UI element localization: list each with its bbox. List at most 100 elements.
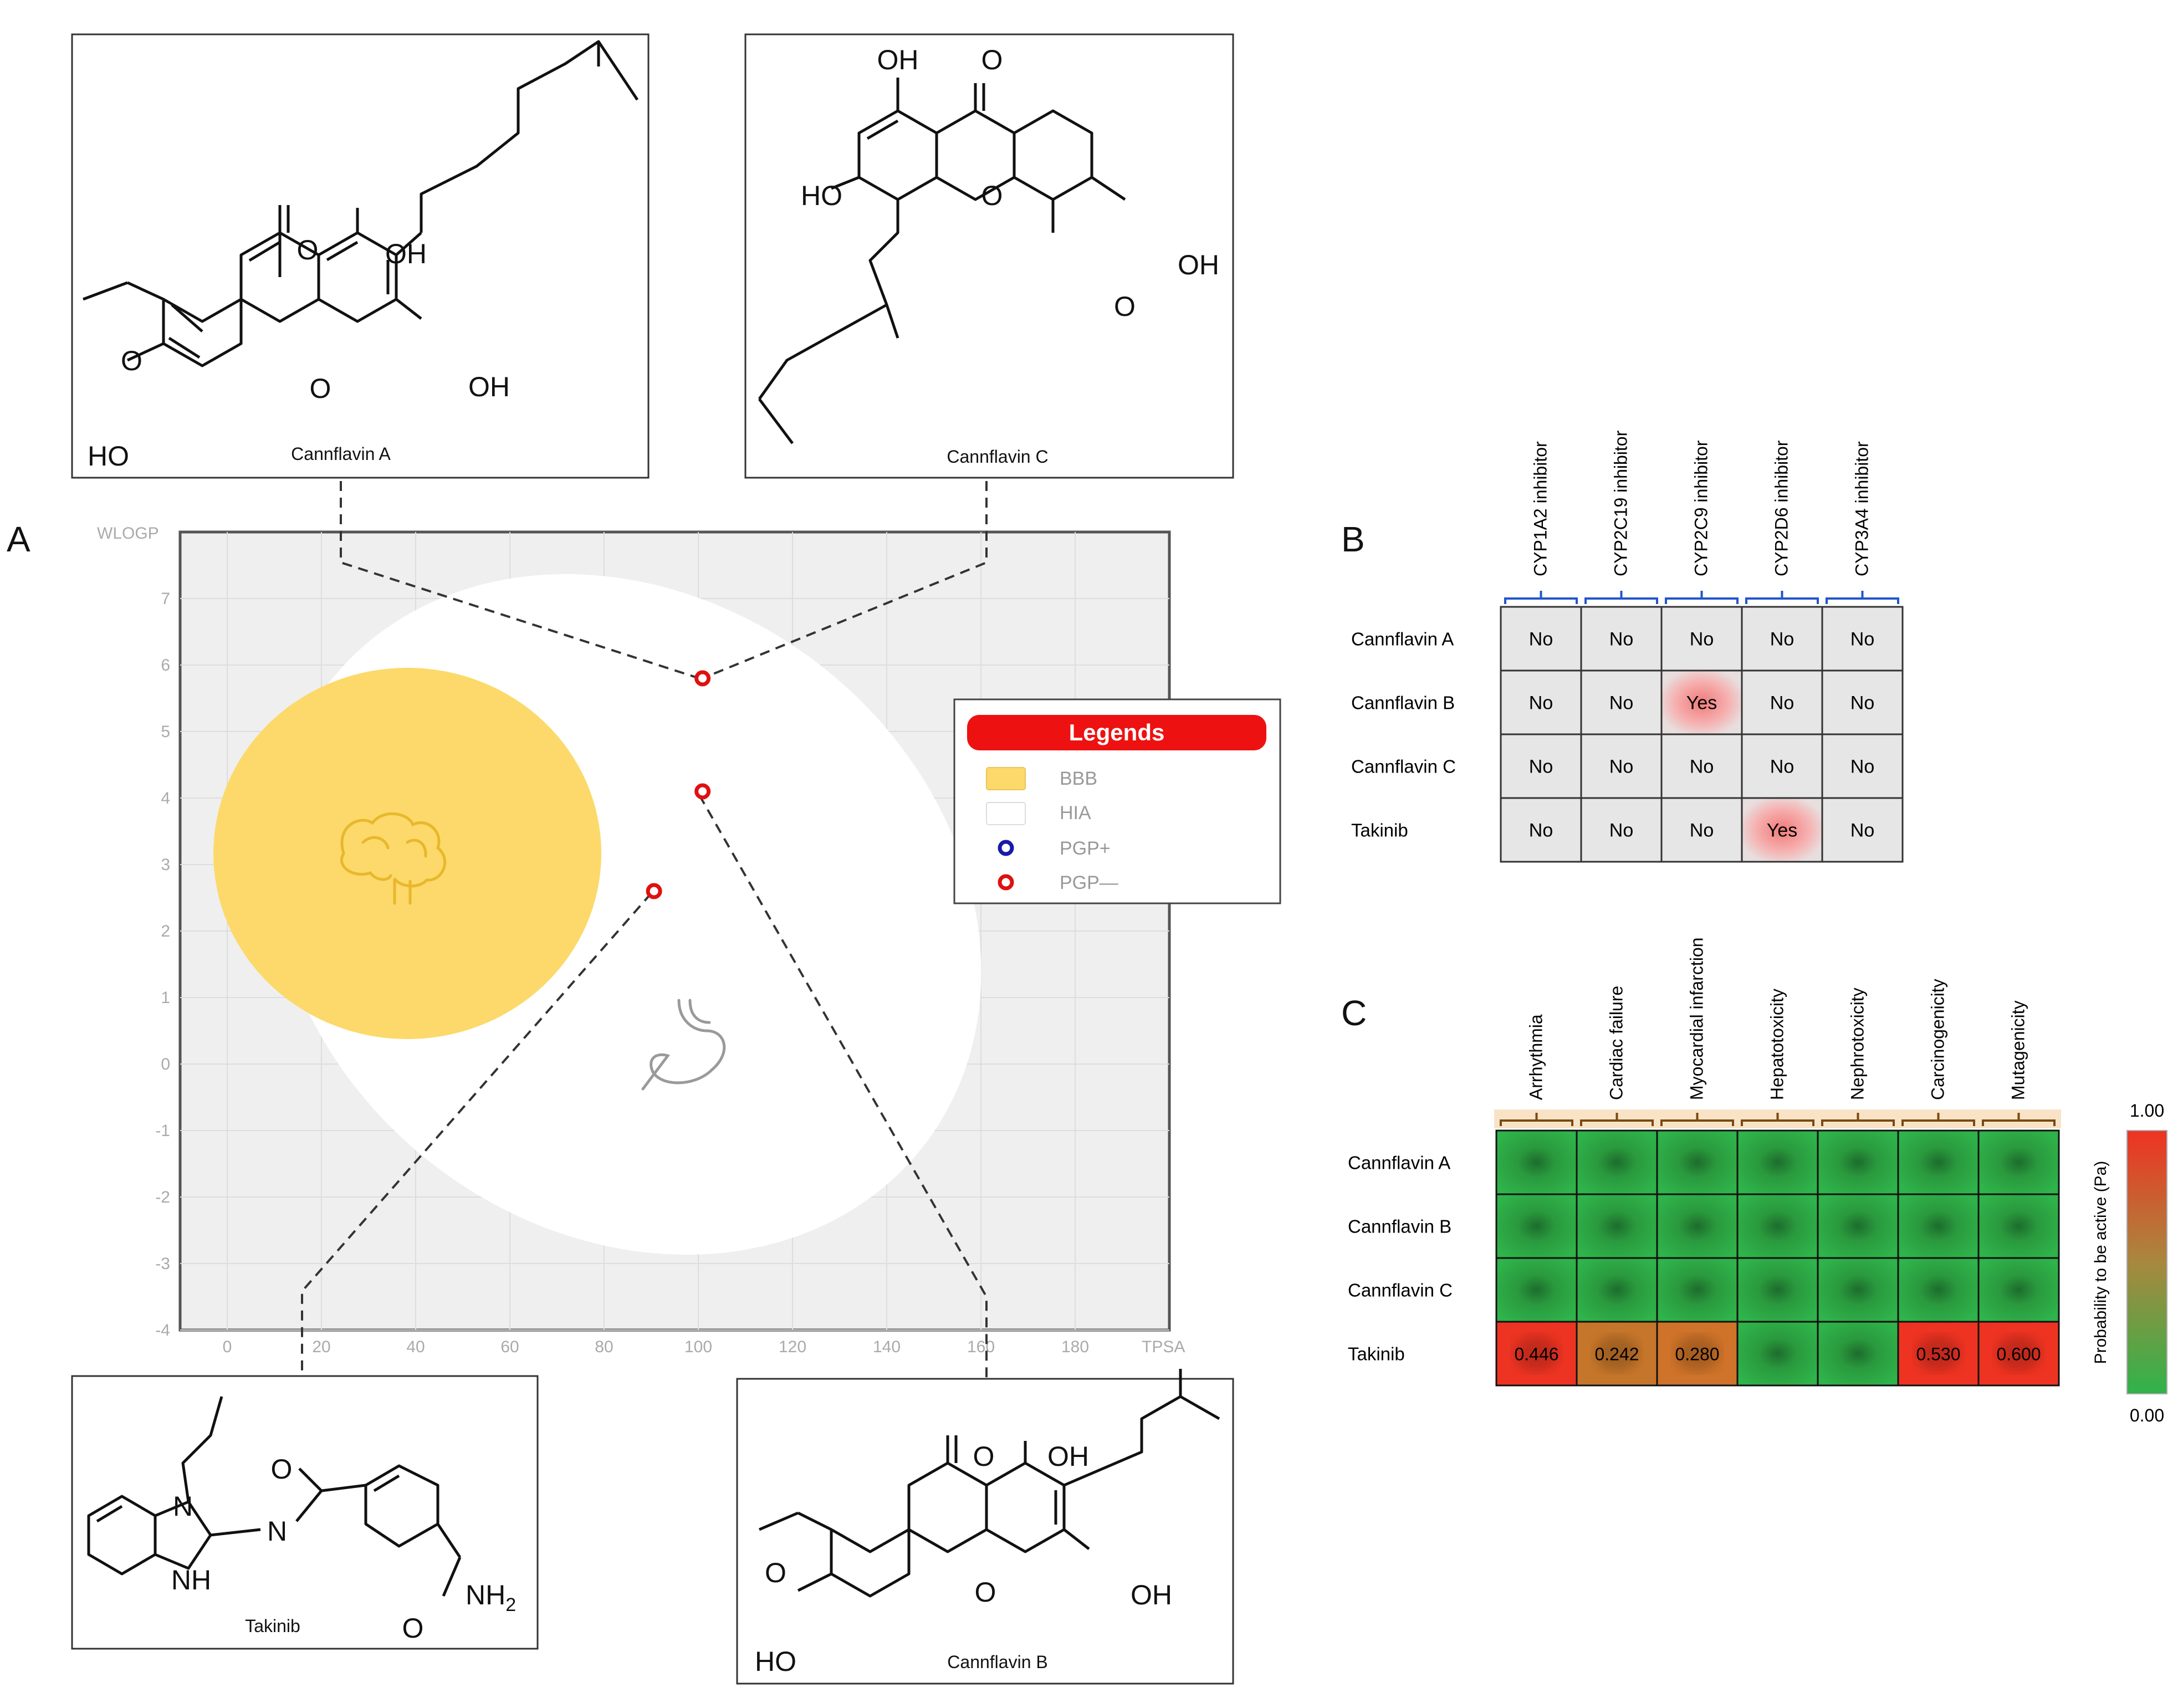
heatmap-cell bbox=[1977, 1257, 2060, 1323]
y-tick-label: -1 bbox=[155, 1122, 170, 1140]
heatmap-cell bbox=[1736, 1321, 1819, 1387]
cell-shade bbox=[1675, 1336, 1720, 1372]
cell-value: No bbox=[1850, 756, 1874, 778]
atom-label: O bbox=[765, 1557, 786, 1588]
legend-marker-pgp-plus bbox=[998, 840, 1014, 856]
cell-value: Yes bbox=[1686, 693, 1717, 714]
panel-label-b: B bbox=[1341, 519, 1365, 559]
column-header: CYP3A4 inhibitor bbox=[1852, 441, 1872, 576]
x-tick-label: 180 bbox=[1061, 1338, 1089, 1356]
x-axis-title: TPSA bbox=[1142, 1338, 1185, 1356]
atom-label: O bbox=[121, 345, 142, 376]
cell-shade bbox=[1996, 1336, 2041, 1372]
column-header: Mutagenicity bbox=[2008, 1000, 2028, 1100]
atom-label: O bbox=[402, 1613, 424, 1644]
x-tick-label: 160 bbox=[967, 1338, 995, 1356]
legend-label-bbb: BBB bbox=[1060, 768, 1097, 789]
cell-value: No bbox=[1529, 756, 1553, 778]
atom-label: N bbox=[267, 1516, 287, 1547]
y-tick-label: -3 bbox=[155, 1255, 170, 1273]
cell-shade bbox=[1514, 1336, 1559, 1372]
cell-value: No bbox=[1850, 820, 1874, 841]
cell-value: No bbox=[1529, 693, 1553, 714]
y-tick-label: 7 bbox=[161, 590, 170, 608]
cell-value: 0.280 bbox=[1675, 1344, 1719, 1364]
y-tick-label: 0 bbox=[161, 1055, 170, 1073]
heatmap-cell bbox=[1656, 1129, 1739, 1195]
table-cell bbox=[1580, 606, 1663, 672]
legend-title: Legends bbox=[1069, 719, 1165, 745]
atom-label: HO bbox=[88, 441, 129, 472]
column-header: Hepatotoxicity bbox=[1767, 989, 1787, 1100]
y-tick-label: 2 bbox=[161, 922, 170, 940]
column-bracket bbox=[1901, 1113, 1975, 1126]
cell-value: No bbox=[1609, 820, 1633, 841]
cell-value: No bbox=[1609, 693, 1633, 714]
atom-label: O bbox=[981, 44, 1003, 75]
y-tick-label: 5 bbox=[161, 723, 170, 741]
column-bracket bbox=[1741, 1113, 1814, 1126]
column-bracket bbox=[1826, 591, 1899, 604]
table-cell bbox=[1500, 669, 1582, 735]
cell-value: No bbox=[1690, 629, 1714, 650]
heatmap-cell bbox=[1736, 1257, 1819, 1323]
column-bracket bbox=[1660, 1113, 1734, 1126]
heatmap-cell bbox=[1817, 1129, 1899, 1195]
y-tick-label: 3 bbox=[161, 856, 170, 874]
table-cell bbox=[1500, 797, 1582, 863]
table-cell bbox=[1741, 606, 1823, 672]
cell-value: No bbox=[1690, 756, 1714, 778]
cell-value: No bbox=[1770, 693, 1794, 714]
cell-value: No bbox=[1690, 820, 1714, 841]
scatter-point bbox=[646, 883, 662, 899]
heatmap-cell bbox=[1897, 1193, 1980, 1259]
heatmap-cell bbox=[1897, 1129, 1980, 1195]
atom-label: OH bbox=[1178, 249, 1219, 280]
cell-shade bbox=[1916, 1336, 1961, 1372]
heatmap-cell bbox=[1817, 1193, 1899, 1259]
stomach-icon bbox=[641, 999, 726, 1091]
column-bracket bbox=[1821, 1113, 1895, 1126]
colorbar: 1.00 0.00 Probability to be active (Pa) bbox=[2092, 1101, 2167, 1425]
atom-label: O bbox=[1114, 291, 1136, 322]
column-bracket bbox=[1745, 591, 1819, 604]
atom-label: OH bbox=[1047, 1441, 1089, 1472]
table-cell bbox=[1660, 669, 1743, 735]
atom-label: O bbox=[310, 373, 331, 404]
structure-name: Cannflavin C bbox=[947, 447, 1048, 467]
subscript: 2 bbox=[505, 1594, 516, 1615]
heatmap-cell bbox=[1656, 1193, 1739, 1259]
structure-box-takinib: N O N NH O NH2 Takinib bbox=[71, 1375, 539, 1650]
y-tick-label: 1 bbox=[161, 989, 170, 1007]
x-tick-label: 40 bbox=[406, 1338, 425, 1356]
atom-label: O bbox=[297, 234, 319, 265]
panel-label-a: A bbox=[7, 519, 30, 559]
atom-label: HO bbox=[755, 1646, 796, 1677]
column-bracket bbox=[1584, 591, 1658, 604]
row-label: Cannflavin B bbox=[1348, 1216, 1451, 1237]
heatmap-cell bbox=[1977, 1193, 2060, 1259]
structure-name: Cannflavin B bbox=[947, 1652, 1047, 1672]
y-tick-label: 4 bbox=[161, 789, 170, 807]
legend-label-pgp-minus: PGP— bbox=[1060, 872, 1118, 893]
heatmap-cell bbox=[1495, 1257, 1578, 1323]
heatmap-cell bbox=[1576, 1257, 1658, 1323]
atom-label: N bbox=[173, 1491, 193, 1522]
column-bracket bbox=[1982, 1113, 2056, 1126]
y-tick-label: -2 bbox=[155, 1188, 170, 1206]
table-cell bbox=[1741, 797, 1823, 863]
heatmap-cell bbox=[1977, 1129, 2060, 1195]
heatmap-cell bbox=[1495, 1193, 1578, 1259]
column-header: Arrhythmia bbox=[1526, 1014, 1546, 1100]
leader-lines bbox=[301, 481, 988, 1379]
column-header: CYP2C9 inhibitor bbox=[1691, 440, 1711, 576]
cell-value: No bbox=[1609, 756, 1633, 778]
column-header: CYP1A2 inhibitor bbox=[1531, 441, 1551, 576]
cell-value: No bbox=[1529, 820, 1553, 841]
panel-label-c: C bbox=[1341, 993, 1367, 1033]
heatmap-cell bbox=[1736, 1193, 1819, 1259]
table-cell bbox=[1580, 733, 1663, 799]
